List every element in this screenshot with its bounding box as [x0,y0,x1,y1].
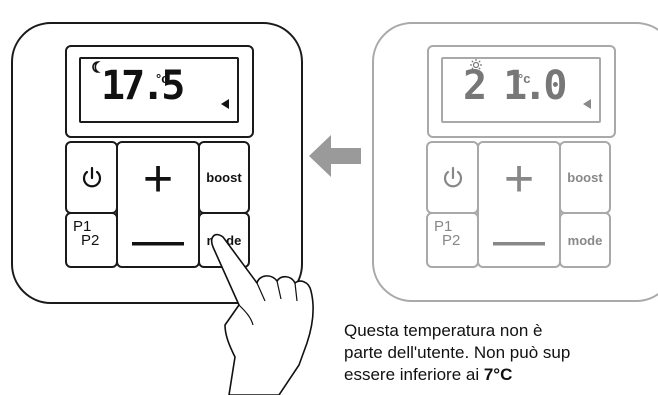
caption: Questa temperatura non è parte dell'uten… [344,320,654,395]
minus-button[interactable]: — [132,211,184,269]
plus-button[interactable]: + [142,150,174,208]
power-button[interactable] [65,141,118,214]
lcd-screen: 2 1.0 °c [441,57,601,123]
boost-button[interactable]: boost [559,141,611,214]
lcd-screen: 17.5 °c [79,57,239,123]
hand-pointer-icon [210,233,314,395]
p2-label: P2 [442,232,461,249]
min-temperature-value: 7°C [483,365,513,384]
caption-line-2: parte dell'utente. Non può sup [344,343,571,362]
temperature-display: 17.5 [101,63,185,109]
power-icon [82,166,101,187]
sun-icon [470,59,482,71]
caption-line-3: essere inferiore ai 7°C [344,364,654,386]
minus-button[interactable]: — [493,211,545,269]
temperature-display: 2 1.0 [463,63,567,109]
p1-label: P1 [434,218,453,235]
program-button[interactable]: P1 P2 [65,212,118,268]
plus-button[interactable]: + [503,150,535,208]
p2-label: P2 [81,232,100,249]
program-button[interactable]: P1 P2 [426,212,479,268]
indicator-arrow-icon [221,99,229,109]
mode-button[interactable]: mode [559,212,611,268]
p1-label: P1 [73,218,92,235]
indicator-arrow-icon [583,99,591,109]
caption-line-1: Questa temperatura non è [344,321,543,340]
plus-minus-button[interactable]: + — [477,141,561,268]
power-button[interactable] [426,141,479,214]
boost-button[interactable]: boost [198,141,250,214]
thermostat-left: 17.5 °c P1 P2 + — boost mode [11,22,303,304]
thermostat-right: 2 1.0 °c P1 P2 + — boost mode [372,22,658,302]
lcd-frame: 17.5 °c [65,45,254,138]
plus-minus-button[interactable]: + — [116,141,200,268]
lcd-frame: 2 1.0 °c [427,45,616,138]
unit-label: °c [156,71,169,86]
caption-line-3-text: essere inferiore ai [344,365,484,384]
power-icon [443,166,462,187]
moon-icon [92,61,101,73]
arrow-left-icon [309,135,361,177]
unit-label: °c [518,71,531,86]
